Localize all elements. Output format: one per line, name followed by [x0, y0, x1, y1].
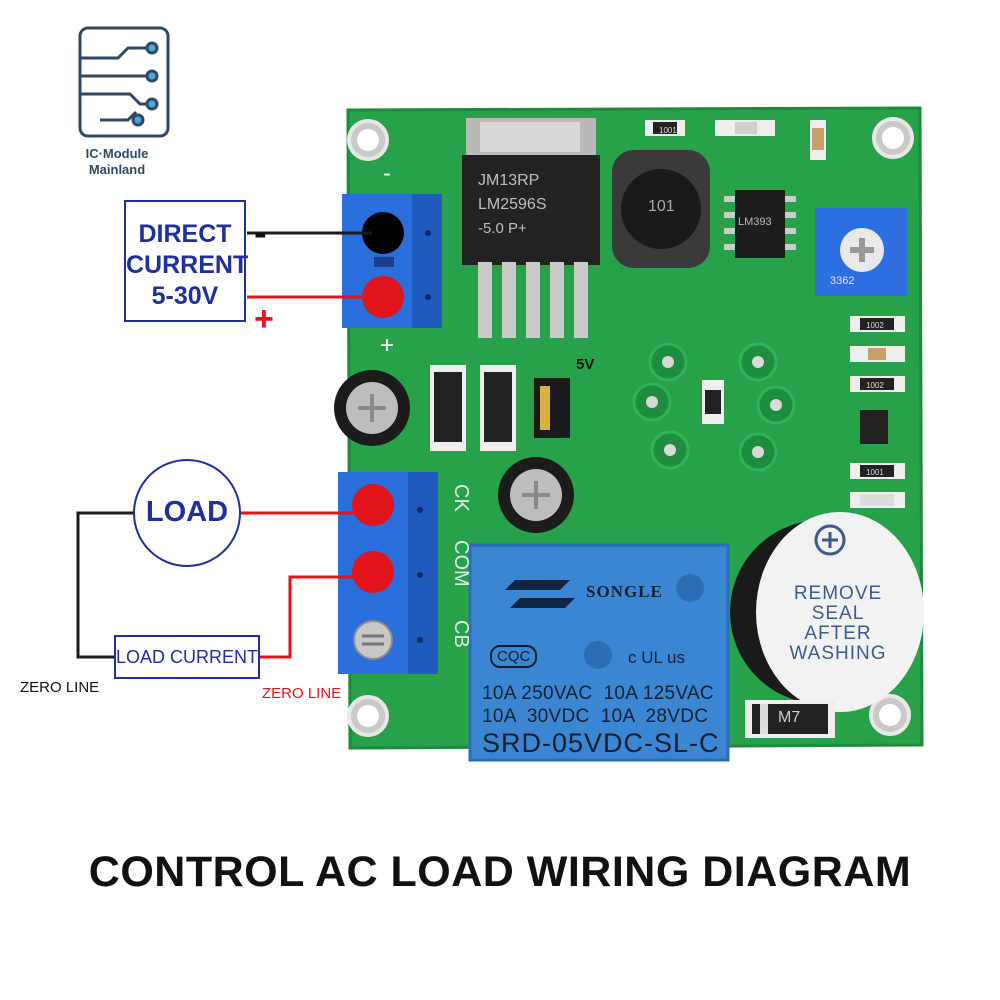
- resistor-code: 1002: [866, 497, 884, 506]
- resistor-code: 1001: [866, 468, 884, 477]
- diode: [745, 700, 835, 738]
- mounting-hole: [347, 695, 389, 737]
- pot-marking: 3362: [830, 275, 855, 287]
- relay: [468, 543, 730, 762]
- buzzer: [730, 512, 924, 712]
- regulator-marking-1: JM13RP: [478, 172, 540, 189]
- sensor-pads: [632, 342, 796, 472]
- page-title: CONTROL AC LOAD WIRING DIAGRAM: [88, 848, 912, 896]
- board-minus-label: -: [383, 160, 391, 187]
- ic-marking: LM393: [738, 216, 772, 228]
- resistor-code: 1002: [866, 321, 884, 330]
- plus-sign: +: [254, 300, 274, 338]
- buzzer-text-2: SEAL: [811, 603, 865, 624]
- load-label: LOAD: [145, 496, 229, 528]
- dc-input-box: DIRECT CURRENT 5-30V: [124, 200, 249, 322]
- jumper-label: 5V: [576, 356, 595, 373]
- regulator-marking-3: -5.0 P+: [478, 220, 527, 237]
- diode: [480, 365, 516, 451]
- relay-rating-2: 10A 30VDC 10A 28VDC: [482, 706, 709, 727]
- diode: [430, 365, 466, 451]
- smd-components: [645, 120, 905, 508]
- dc-box-line3: 5-30V: [151, 282, 219, 310]
- potentiometer: [815, 208, 907, 296]
- dc-box-line1: DIRECT: [138, 220, 232, 248]
- comparator-ic: [724, 190, 796, 258]
- power-terminal-block[interactable]: [342, 194, 442, 328]
- jumper: [534, 378, 570, 438]
- electrolytic-capacitor: [498, 457, 574, 533]
- mounting-hole: [869, 694, 911, 736]
- board-plus-label: +: [380, 332, 395, 359]
- relay-cert: CQC: [490, 645, 538, 668]
- terminal-cb-label: CB: [450, 620, 472, 648]
- black-wire: [76, 511, 135, 659]
- red-wire: [258, 575, 362, 659]
- circuit-board-icon: [78, 26, 170, 138]
- terminal-com-label: COM: [450, 540, 472, 587]
- resistor-code: 1002: [866, 381, 884, 390]
- relay-terminal-block[interactable]: [338, 472, 438, 674]
- terminal-ck-label: CK: [450, 484, 472, 512]
- diode-marking: M7: [778, 709, 801, 726]
- load-current-box: LOAD CURRENT: [114, 635, 260, 679]
- minus-sign: -: [254, 212, 267, 254]
- logo-line1: IC·Module: [85, 146, 149, 161]
- mounting-hole: [872, 117, 914, 159]
- buzzer-text-1: REMOVE: [793, 583, 883, 604]
- relay-brand: SONGLE: [586, 582, 663, 601]
- relay-ul-mark: c UL us: [628, 648, 686, 667]
- relay-model: SRD-05VDC-SL-C: [482, 728, 720, 758]
- buzzer-text-3: AFTER: [804, 623, 872, 644]
- load-symbol: [133, 459, 241, 567]
- relay-rating-1: 10A 250VAC 10A 125VAC: [482, 683, 714, 704]
- inductor: [612, 150, 710, 268]
- zero-line-label: ZERO LINE: [20, 679, 100, 696]
- logo-line2: Mainland: [88, 162, 146, 177]
- inductor-marking: 101: [648, 198, 675, 215]
- regulator-marking-2: LM2596S: [478, 196, 547, 213]
- dc-box-line2: CURRENT: [126, 251, 249, 279]
- voltage-regulator: [462, 118, 600, 338]
- buzzer-text-4: WASHING: [789, 643, 887, 664]
- resistor-code: 1001: [659, 126, 677, 135]
- electrolytic-capacitor: [334, 370, 410, 446]
- zero-line-red-label: ZERO LINE: [262, 685, 342, 702]
- mounting-hole: [347, 119, 389, 161]
